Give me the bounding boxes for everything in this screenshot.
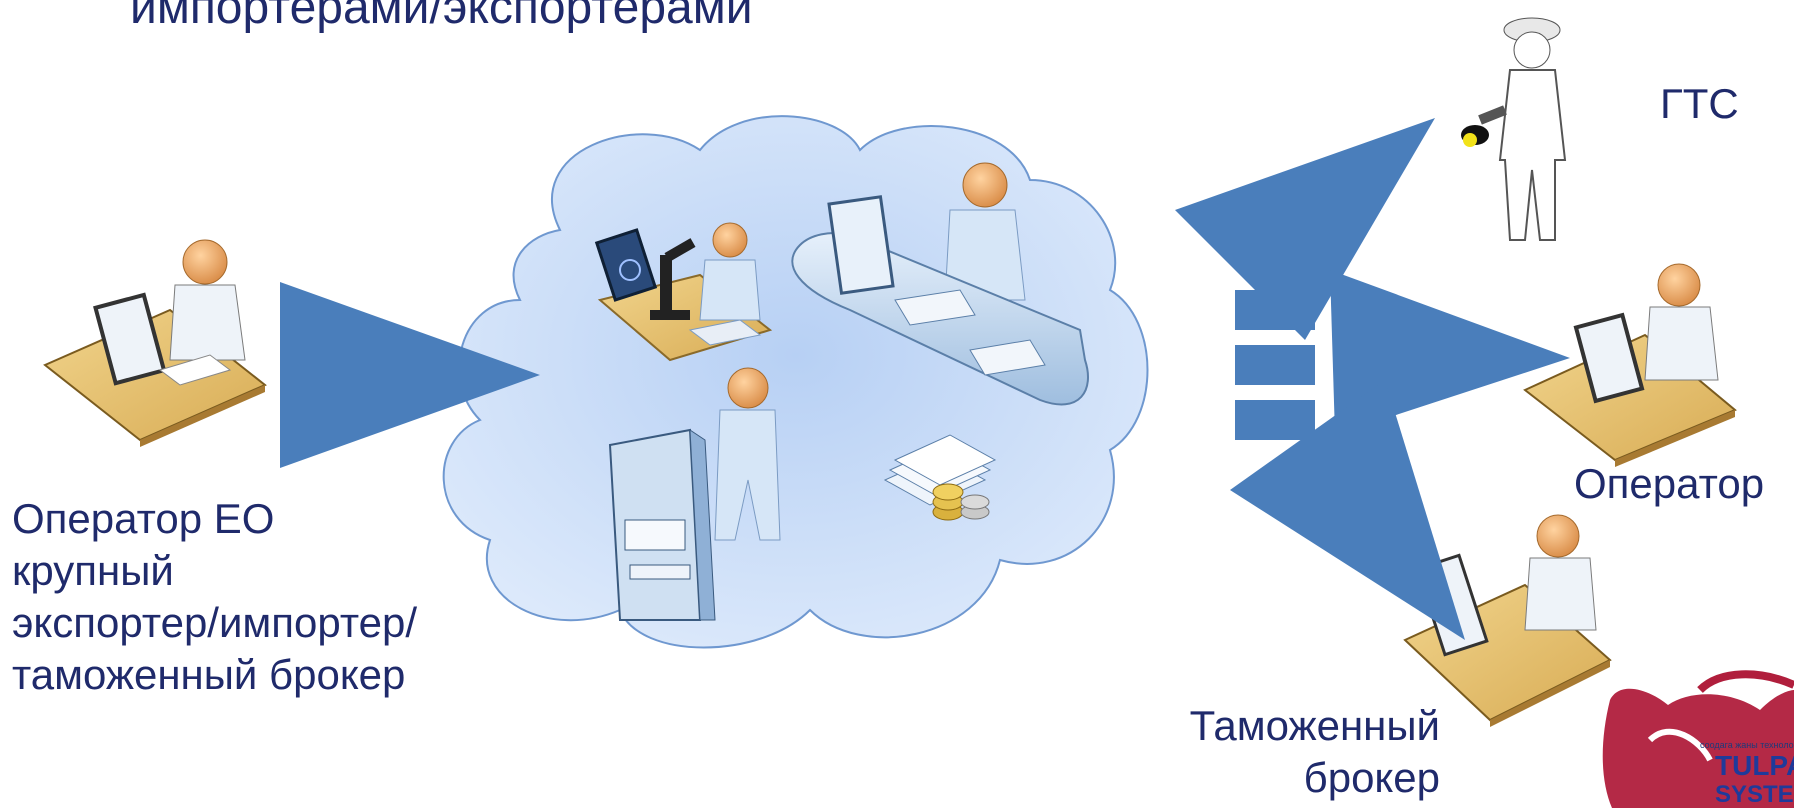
logo-tagline: соодага жаны технологиялар	[1700, 740, 1794, 750]
label-eo-operator: Оператор ЕО крупный экспортер/импортер/ …	[12, 493, 417, 701]
logo-sub-text: SYSTEMS	[1715, 781, 1794, 808]
label-operator: Оператор	[1574, 460, 1765, 507]
label-broker-line: брокер	[1303, 754, 1440, 802]
label-eo-line: экспортер/импортер/	[12, 599, 417, 647]
label-customs-broker: Таможенный брокер	[1100, 700, 1440, 804]
scanner-icon	[608, 367, 781, 621]
label-broker-line: Таможенный	[1189, 702, 1440, 749]
logo-main-text: TULPAR	[1715, 750, 1794, 781]
company-logo: соодага жаны технологиялар TULPAR SYSTEM…	[1602, 670, 1794, 808]
label-eo-line: крупный	[12, 547, 174, 595]
lab-icon	[594, 222, 773, 362]
workstation-icon	[791, 162, 1089, 406]
page-title: импортерами/экспортерами	[130, 0, 753, 34]
label-eo-line: Оператор ЕО	[12, 495, 275, 542]
label-eo-line: таможенный брокер	[12, 651, 406, 699]
workstation-icon	[1523, 263, 1737, 467]
documents-coins-icon	[883, 434, 997, 521]
label-gts: ГТС	[1660, 80, 1739, 127]
workstation-icon	[43, 239, 267, 447]
arrow-group-right	[1175, 118, 1570, 640]
arrow-left-to-cloud	[280, 282, 540, 468]
officer-icon	[1461, 17, 1567, 241]
